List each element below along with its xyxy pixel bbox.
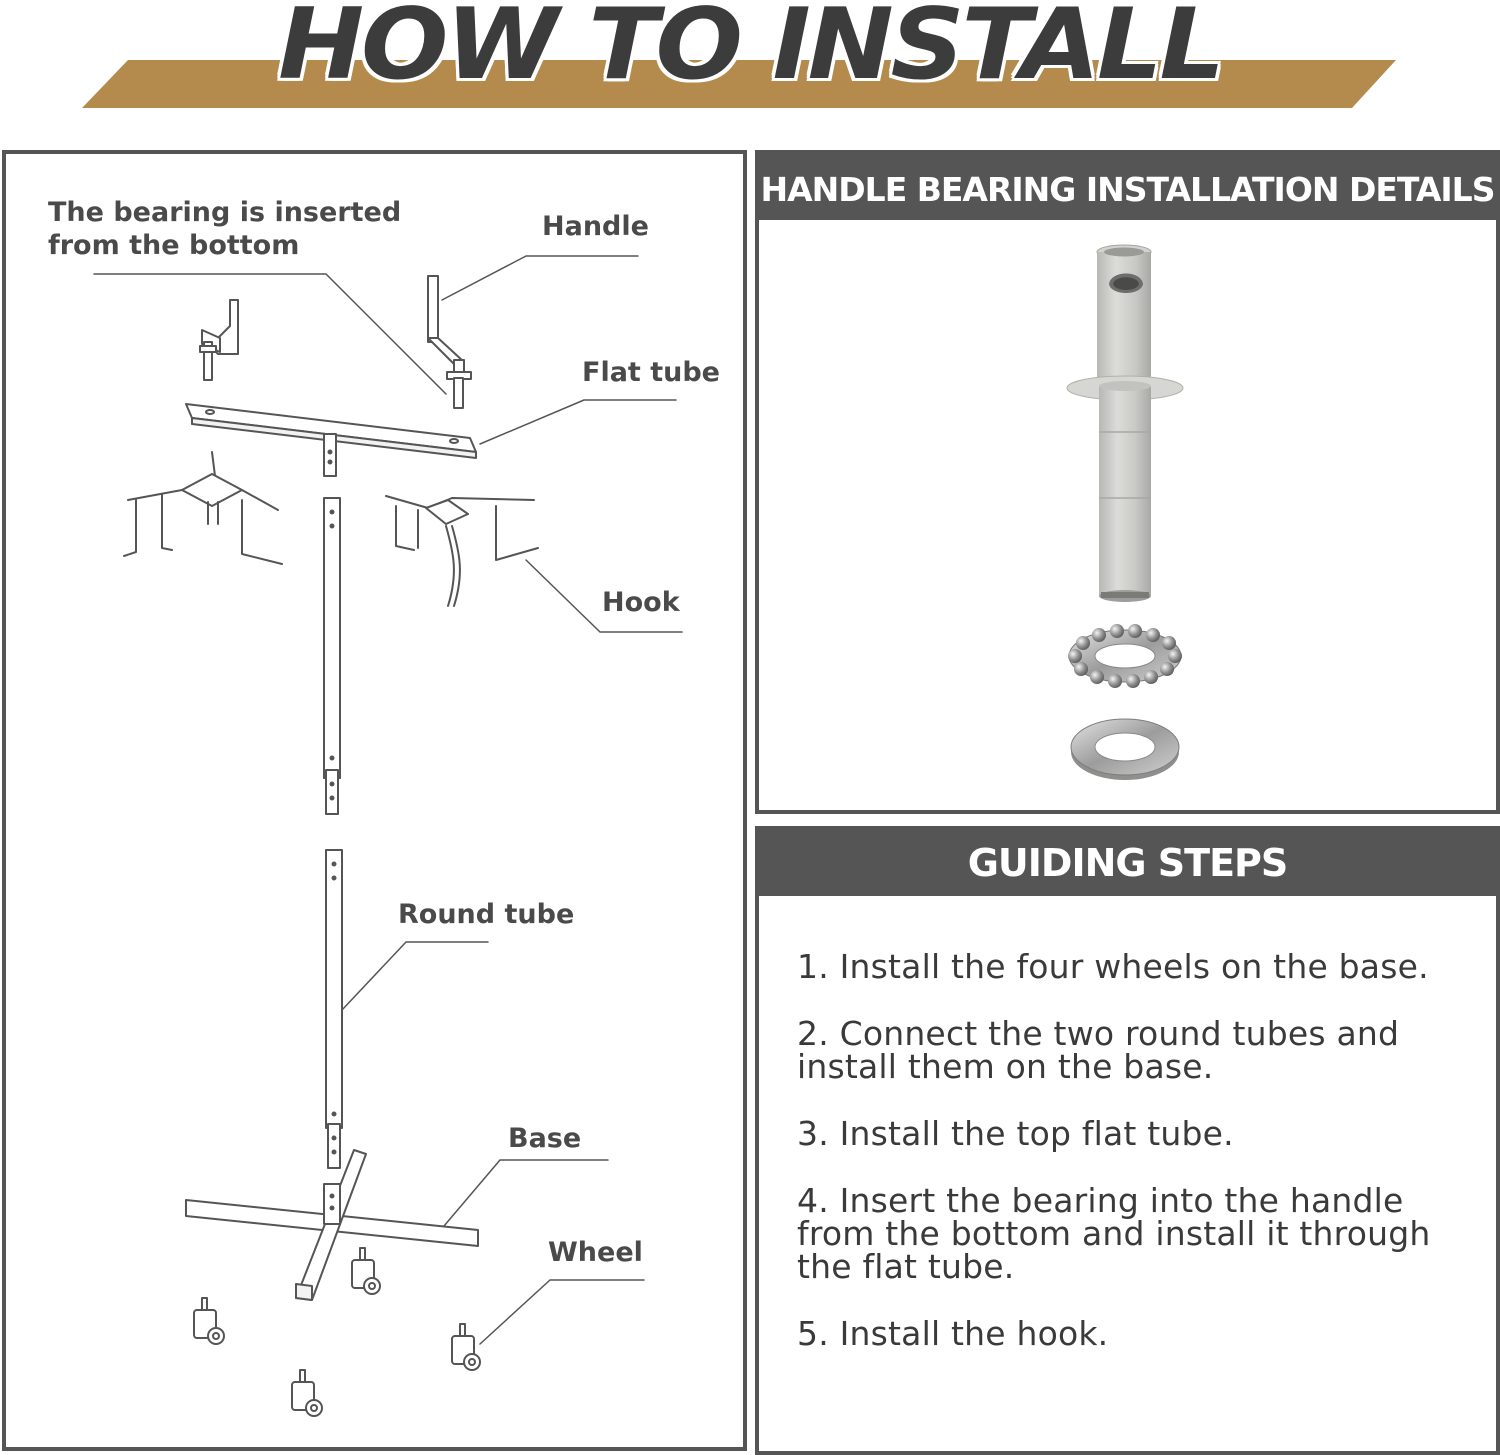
banner-accent-stripe <box>82 60 1396 108</box>
wheel-1-drawing <box>351 1247 381 1295</box>
callout-round-tube: Round tube <box>398 899 575 930</box>
title-banner: HOW TO INSTALL <box>0 0 1500 118</box>
bearing-washer <box>1070 718 1180 780</box>
callout-wheel: Wheel <box>548 1237 643 1268</box>
bearing-details-header: HANDLE BEARING INSTALLATION DETAILS <box>759 154 1496 220</box>
hook-right-drawing <box>385 495 539 607</box>
guiding-steps-header: GUIDING STEPS <box>759 830 1496 896</box>
bearing-assembly-illustration <box>1066 244 1184 780</box>
handle-left-drawing <box>199 299 239 381</box>
callout-bearing-note: The bearing is inserted from the bottom <box>48 197 402 261</box>
thrust-ball-bearing <box>1068 624 1182 688</box>
guiding-steps-panel: GUIDING STEPS 1. Install the four wheels… <box>755 826 1500 1455</box>
bearing-details-panel: HANDLE BEARING INSTALLATION DETAILS <box>755 150 1500 814</box>
callout-handle: Handle <box>542 211 649 242</box>
round-tube-lower-drawing <box>325 849 343 1169</box>
step-item: 3. Install the top flat tube. <box>797 1114 1234 1153</box>
step-item: 5. Install the hook. <box>797 1314 1109 1353</box>
step-item: 4. Insert the bearing into the handle fr… <box>797 1181 1431 1286</box>
step-item: 1. Install the four wheels on the base. <box>797 947 1429 986</box>
flat-tube-drawing <box>185 403 477 477</box>
callout-leader-lines <box>93 255 683 1345</box>
round-tube-upper-drawing <box>323 497 341 815</box>
callout-hook: Hook <box>602 587 680 618</box>
callout-base: Base <box>508 1123 582 1154</box>
hook-left-drawing <box>123 451 283 565</box>
base-drawing <box>185 1149 479 1301</box>
handle-shaft <box>1066 244 1184 602</box>
wheel-2-drawing <box>193 1297 225 1345</box>
page-title: HOW TO INSTALL <box>278 0 1225 102</box>
callout-flat-tube: Flat tube <box>582 357 720 388</box>
exploded-diagram-panel: The bearing is inserted from the bottom … <box>2 150 747 1451</box>
wheel-4-drawing <box>291 1369 323 1417</box>
step-item: 2. Connect the two round tubes and insta… <box>797 1014 1400 1086</box>
steps-list: 1. Install the four wheels on the base. … <box>797 950 1477 1384</box>
wheel-3-drawing <box>451 1323 481 1371</box>
handle-right-drawing <box>427 275 472 409</box>
exploded-diagram <box>93 255 683 1417</box>
